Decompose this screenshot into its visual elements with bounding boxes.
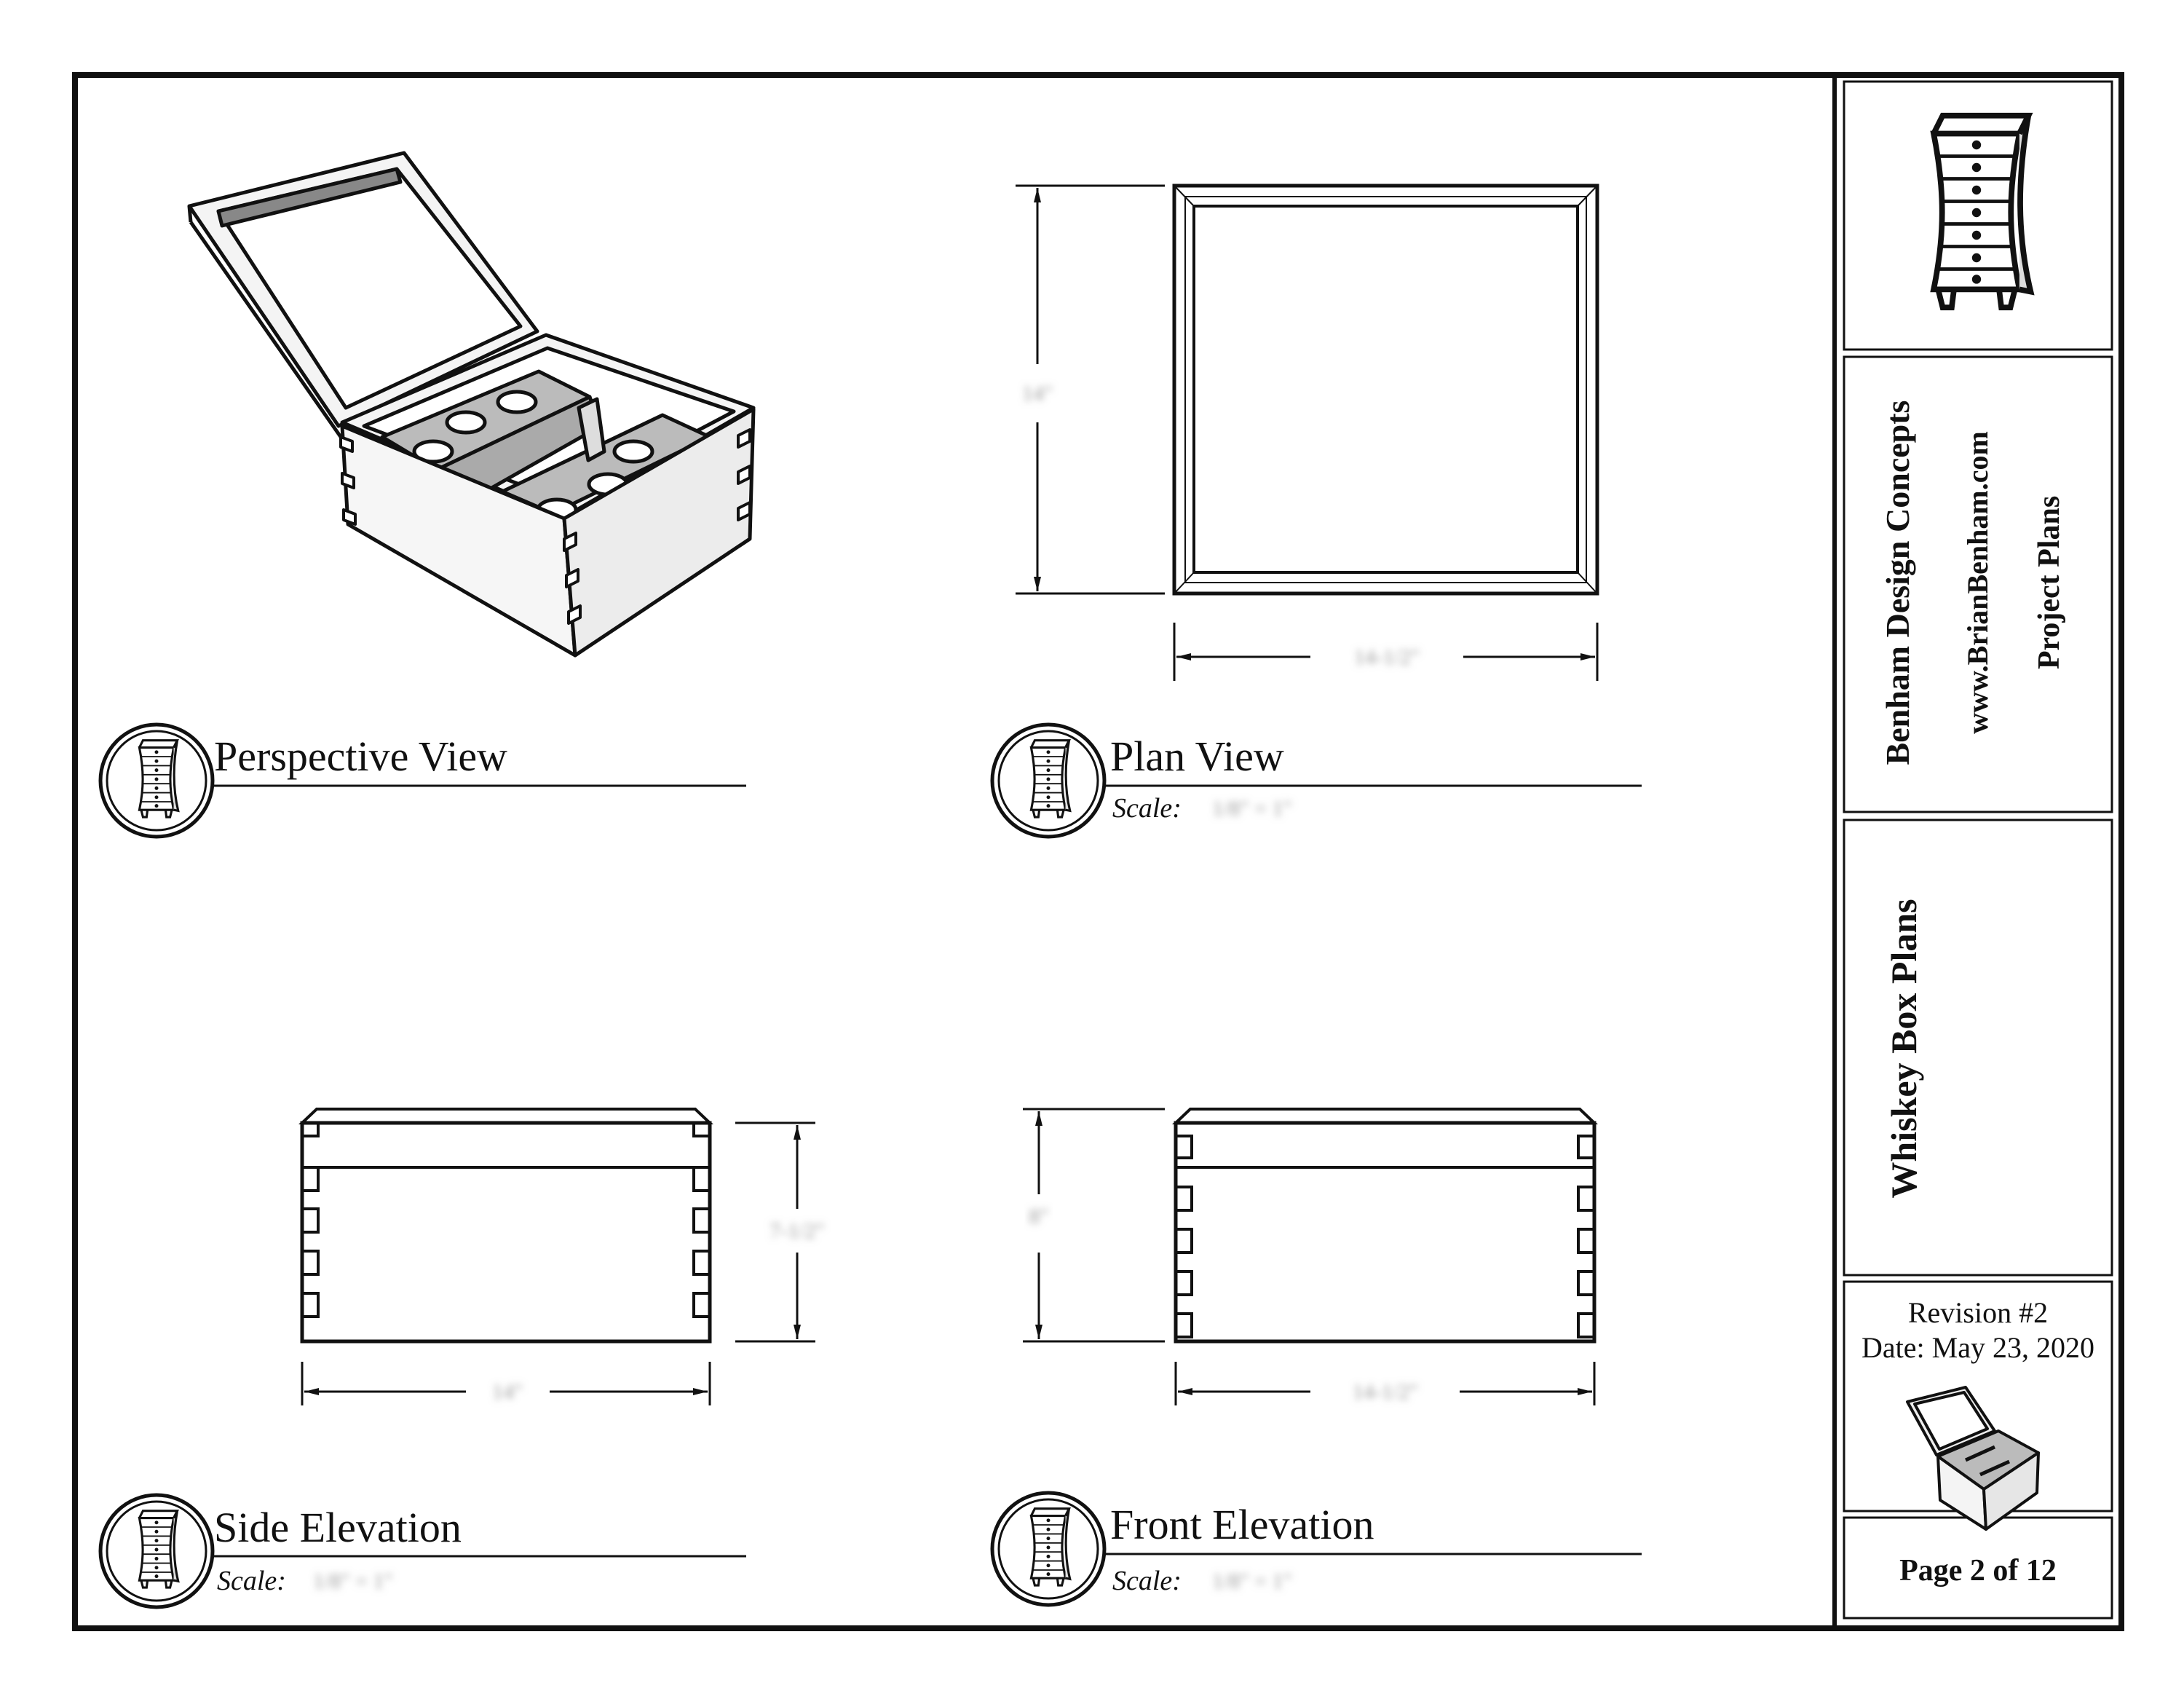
side-dim-width: 14" [492,1380,523,1404]
revision-date: Date: May 23, 2020 [1861,1331,2094,1364]
front-dim-width: 14-1/2" [1353,1380,1419,1404]
curved-dresser-icon [1934,116,2030,308]
front-label-badge [990,1491,1107,1607]
plan-scale-value: 1/8" = 1" [1212,797,1292,821]
perspective-drawing [187,151,756,658]
side-label-badge [98,1493,215,1609]
plan-dimensions [1016,184,1599,681]
plan-scale-label: Scale: [1112,793,1182,824]
side-dim-height: 7-1/2" [769,1219,825,1243]
plan-label-badge [990,722,1107,839]
front-drawing [1171,1108,1599,1344]
side-view-title: Side Elevation [214,1504,462,1551]
side-dimensions [301,1121,815,1405]
sheet-border [72,72,2124,1631]
whiskey-box-thumbnail [1906,1386,2040,1531]
plan-drawing [1172,184,1599,596]
front-scale-label: Scale: [1112,1566,1182,1596]
perspective-view-title: Perspective View [214,733,507,780]
side-scale-label: Scale: [217,1566,286,1596]
side-drawing [298,1108,714,1344]
perspective-label-badge [98,722,215,839]
company-name: Benham Design Concepts [1879,401,1916,765]
side-scale-value: 1/8" = 1" [313,1569,393,1593]
page-number: Page 2 of 12 [1899,1554,2057,1588]
plan-view-title: Plan View [1110,733,1284,780]
plans-subtitle: Project Plans [2033,496,2066,669]
company-website: www.BrianBenham.com [1961,431,1994,734]
project-title: Whiskey Box Plans [1883,899,1924,1198]
plan-dim-width: 14-1/2" [1354,645,1420,669]
title-block [1843,80,2113,1620]
front-dim-height: 8" [1029,1204,1048,1228]
front-view-title: Front Elevation [1110,1501,1374,1548]
front-dimensions [1023,1108,1596,1405]
revision-label: Revision #2 [1908,1296,2048,1329]
plan-dim-height: 14" [1022,382,1053,406]
front-scale-value: 1/8" = 1" [1212,1569,1292,1593]
